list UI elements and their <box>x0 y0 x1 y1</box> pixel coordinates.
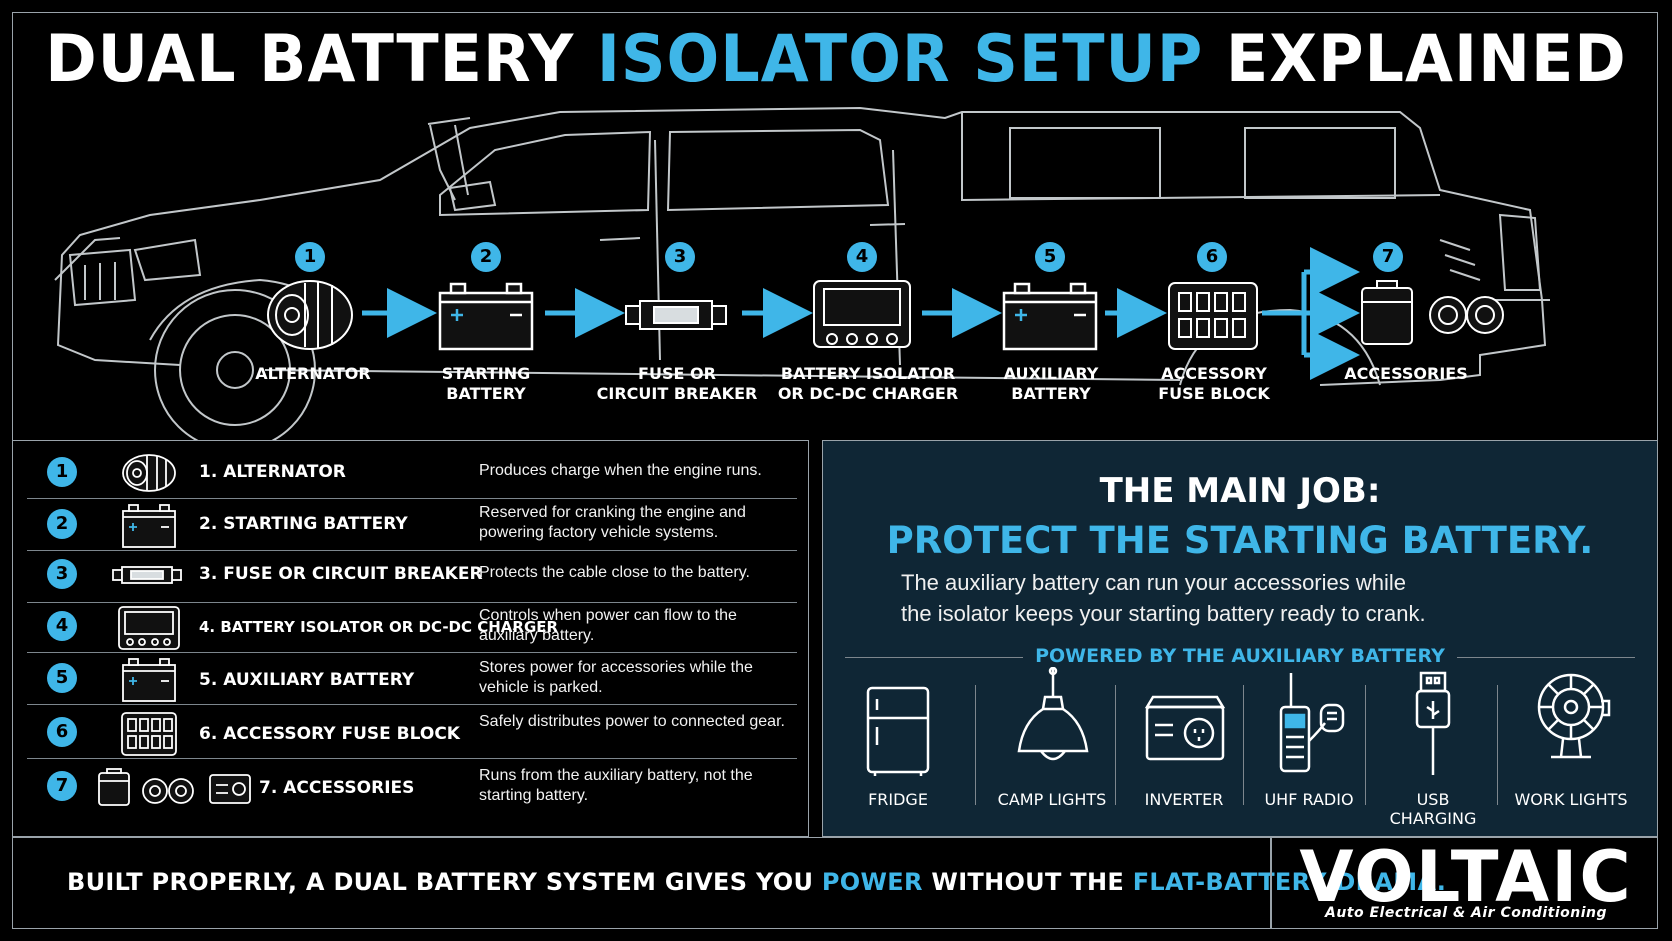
accessory-item-usb-charging: USB CHARGING <box>1371 665 1495 828</box>
isolator-icon <box>813 280 911 348</box>
row-badge: 4 <box>47 611 77 641</box>
accessory-label: WORK LIGHTS <box>1514 790 1628 809</box>
accessory-label: INVERTER <box>1144 790 1224 809</box>
flow-label-fuse-block: ACCESSORY FUSE BLOCK <box>1158 364 1270 403</box>
accessory-label: FRIDGE <box>868 790 928 809</box>
row-badge: 5 <box>47 663 77 693</box>
footer-tagline: BUILT PROPERLY, A DUAL BATTERY SYSTEM GI… <box>67 868 1447 896</box>
row-name: 6. ACCESSORY FUSE BLOCK <box>199 724 460 744</box>
table-row: 3 3. FUSE OR CIRCUIT BREAKER Protects th… <box>27 551 797 603</box>
accessory-item-uhf-radio: UHF RADIO <box>1247 665 1371 815</box>
camp-light-icon <box>1017 667 1089 761</box>
fuse-icon <box>112 566 182 584</box>
fuse-block-icon <box>1168 282 1258 350</box>
brand-logo: VOLTAIC Auto Electrical & Air Conditioni… <box>1270 837 1660 929</box>
truck-diagram <box>54 106 1550 440</box>
flow-label-starting-battery: STARTING BATTERY <box>441 364 531 403</box>
battery-icon <box>122 658 176 702</box>
alternator-icon <box>267 280 353 350</box>
row-desc: Produces charge when the engine runs. <box>479 462 762 479</box>
alternator-icon <box>122 454 176 492</box>
row-desc: Reserved for cranking the engine and pow… <box>479 504 746 541</box>
flow-label-aux-battery: AUXILIARY BATTERY <box>1003 364 1099 403</box>
flow-arrows <box>362 247 1360 380</box>
flow-badge-5: 5 <box>1035 242 1065 272</box>
brand-tagline: Auto Electrical & Air Conditioning <box>1325 905 1607 921</box>
isolator-icon <box>118 606 180 650</box>
battery-icon <box>438 282 534 351</box>
divider <box>1115 685 1116 805</box>
flow-badge-7: 7 <box>1373 242 1403 272</box>
main-job-panel: THE MAIN JOB: PROTECT THE STARTING BATTE… <box>822 440 1658 837</box>
table-row: 1 1. ALTERNATOR Produces charge when the… <box>27 447 797 499</box>
divider <box>975 685 976 805</box>
accessories-icon <box>1361 280 1504 345</box>
row-desc: Protects the cable close to the battery. <box>479 564 750 581</box>
flow-label-alternator: ALTERNATOR <box>255 364 371 383</box>
table-row: 4 4. BATTERY ISOLATOR OR DC-DC CHARGER C… <box>27 601 797 653</box>
row-badge: 1 <box>47 457 77 487</box>
accessory-item-inverter: INVERTER <box>1119 665 1249 815</box>
row-badge: 2 <box>47 509 77 539</box>
accessory-item-camp-lights: CAMP LIGHTS <box>983 665 1121 815</box>
divider <box>1365 685 1366 805</box>
row-name: 4. BATTERY ISOLATOR OR DC-DC CHARGER <box>199 618 559 636</box>
accessory-item-work-lights: WORK LIGHTS <box>1501 665 1641 815</box>
row-name: 7. ACCESSORIES <box>259 778 415 798</box>
divider <box>1243 685 1244 805</box>
row-name: 2. STARTING BATTERY <box>199 514 408 534</box>
table-row: 7 7. ACCESSORIES Runs from the auxiliary… <box>27 761 797 813</box>
powered-by-heading: POWERED BY THE AUXILIARY BATTERY <box>1023 645 1457 667</box>
fridge-icon <box>866 686 930 776</box>
powered-by-section: POWERED BY THE AUXILIARY BATTERY <box>823 645 1657 667</box>
row-badge: 6 <box>47 717 77 747</box>
flow-badge-3: 3 <box>665 242 695 272</box>
brand-name: VOLTAIC <box>1299 836 1633 918</box>
accessory-label: UHF RADIO <box>1264 790 1354 809</box>
row-name: 1. ALTERNATOR <box>199 462 346 482</box>
main-job-subheading: PROTECT THE STARTING BATTERY. <box>886 519 1594 562</box>
battery-icon <box>1002 282 1098 351</box>
footer-bar: BUILT PROPERLY, A DUAL BATTERY SYSTEM GI… <box>12 837 1658 929</box>
row-desc: Safely distributes power to connected ge… <box>479 713 785 730</box>
accessory-item-fridge: FRIDGE <box>843 665 953 815</box>
flow-label-accessories: ACCESSORIES <box>1344 364 1468 383</box>
fuse-icon <box>625 300 727 330</box>
divider <box>1497 685 1498 805</box>
table-row: 6 6. ACCESSORY FUSE BLOCK Safely distrib… <box>27 707 797 759</box>
component-table: 1 1. ALTERNATOR Produces charge when the… <box>12 440 809 837</box>
arrow-6-7-split <box>1262 247 1360 380</box>
flow-label-fuse: FUSE OR CIRCUIT BREAKER <box>596 364 758 403</box>
main-job-heading: THE MAIN JOB: <box>1099 471 1381 511</box>
accessory-label: CAMP LIGHTS <box>997 790 1107 809</box>
flow-label-isolator: BATTERY ISOLATOR OR DC-DC CHARGER <box>777 364 959 403</box>
page-title: DUAL BATTERY ISOLATOR SETUP EXPLAINED <box>45 20 1627 97</box>
row-desc: Stores power for accessories while the v… <box>479 659 753 696</box>
accessories-icon <box>98 768 251 806</box>
flow-badge-4: 4 <box>847 242 877 272</box>
row-badge: 3 <box>47 559 77 589</box>
row-badge: 7 <box>47 771 77 801</box>
battery-icon <box>122 504 176 548</box>
table-row: 2 2. STARTING BATTERY Reserved for crank… <box>27 499 797 551</box>
accessory-label: USB CHARGING <box>1389 790 1477 828</box>
uhf-radio-icon <box>1279 673 1345 773</box>
row-desc: Controls when power can flow to the auxi… <box>479 607 737 644</box>
usb-icon <box>1415 671 1451 775</box>
flow-badge-1: 1 <box>295 242 325 272</box>
row-name: 5. AUXILIARY BATTERY <box>199 670 415 690</box>
main-job-body: The auxiliary battery can run your acces… <box>901 570 1426 626</box>
work-light-icon <box>1537 673 1611 759</box>
row-desc: Runs from the auxiliary battery, not the… <box>479 767 753 804</box>
flow-badge-2: 2 <box>471 242 501 272</box>
fuse-block-icon <box>121 712 177 756</box>
table-row: 5 5. AUXILIARY BATTERY Stores power for … <box>27 653 797 705</box>
row-name: 3. FUSE OR CIRCUIT BREAKER <box>199 564 483 584</box>
inverter-icon <box>1144 695 1226 761</box>
flow-badge-6: 6 <box>1197 242 1227 272</box>
